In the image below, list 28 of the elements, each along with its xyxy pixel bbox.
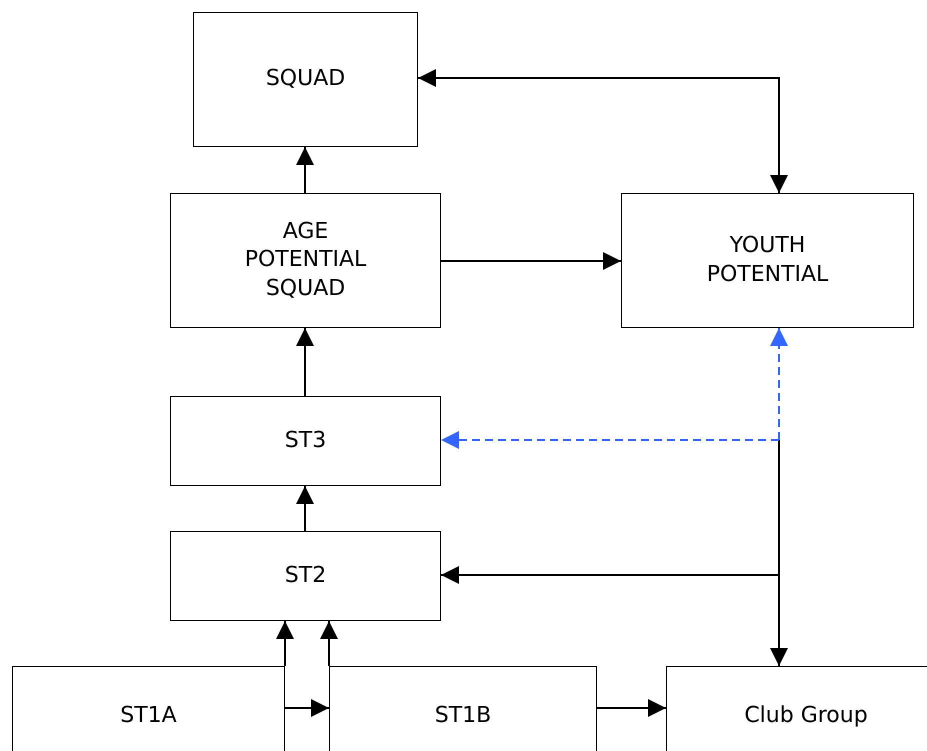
arrow: [418, 69, 788, 193]
box-label: YOUTH POTENTIAL: [706, 232, 830, 288]
process-box: [12, 666, 285, 751]
box-label: Club Group: [744, 702, 868, 730]
arrow: [296, 486, 314, 531]
box-label: ST3: [284, 426, 326, 455]
box-label: SQUAD: [266, 65, 346, 94]
arrow: [296, 328, 314, 396]
arrow: [296, 147, 314, 193]
process-box: [329, 666, 597, 751]
box-label: ST1B: [434, 702, 492, 730]
process-box: [170, 531, 441, 621]
arrow: [441, 431, 779, 449]
process-box: [170, 193, 441, 328]
box-label: ST1A: [120, 702, 177, 730]
arrow: [276, 621, 294, 666]
process-box: [170, 396, 441, 486]
box-label: AGE POTENTIAL SQUAD: [244, 218, 368, 303]
process-box: [666, 666, 927, 751]
arrow: [770, 440, 788, 666]
arrow: [441, 252, 621, 270]
arrow: [285, 699, 329, 717]
process-box: [621, 193, 914, 328]
arrow: [320, 621, 338, 666]
process-box: [193, 12, 418, 147]
box-label: ST2: [284, 562, 326, 590]
arrow: [597, 699, 666, 717]
arrow: [770, 328, 788, 440]
